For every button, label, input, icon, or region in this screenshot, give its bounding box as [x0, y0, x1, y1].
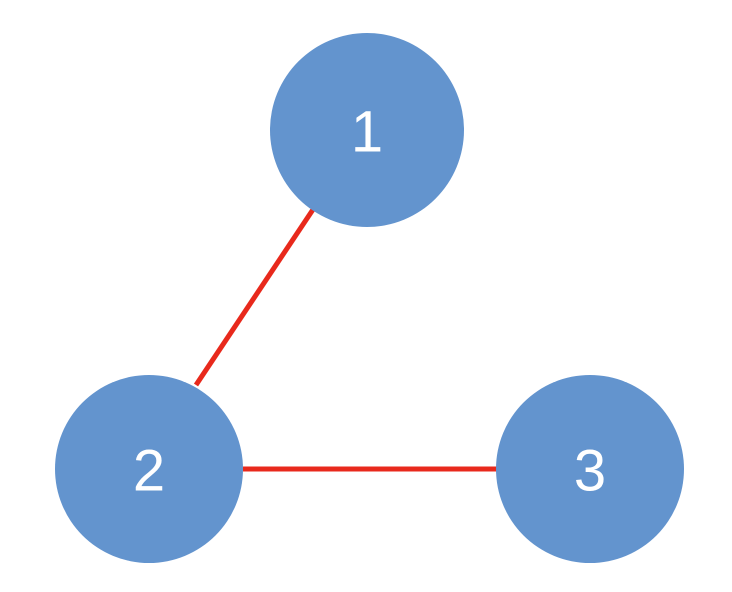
graph-node-circle-3[interactable]: [496, 375, 684, 563]
graph-node-circle-2[interactable]: [55, 375, 243, 563]
graph-node-label-3: 3: [574, 439, 606, 504]
graph-node-label-1: 1: [351, 100, 383, 165]
graph-node-2[interactable]: 2: [55, 375, 243, 563]
graph-node-1[interactable]: 1: [270, 33, 464, 227]
node-layer: 1 2 3: [55, 33, 684, 563]
graph-edge-1-2[interactable]: [193, 206, 317, 387]
edge-layer: [193, 206, 497, 472]
graph-node-3[interactable]: 3: [496, 375, 684, 563]
graph-node-label-2: 2: [133, 439, 165, 504]
graph-node-circle-1[interactable]: [270, 33, 464, 227]
